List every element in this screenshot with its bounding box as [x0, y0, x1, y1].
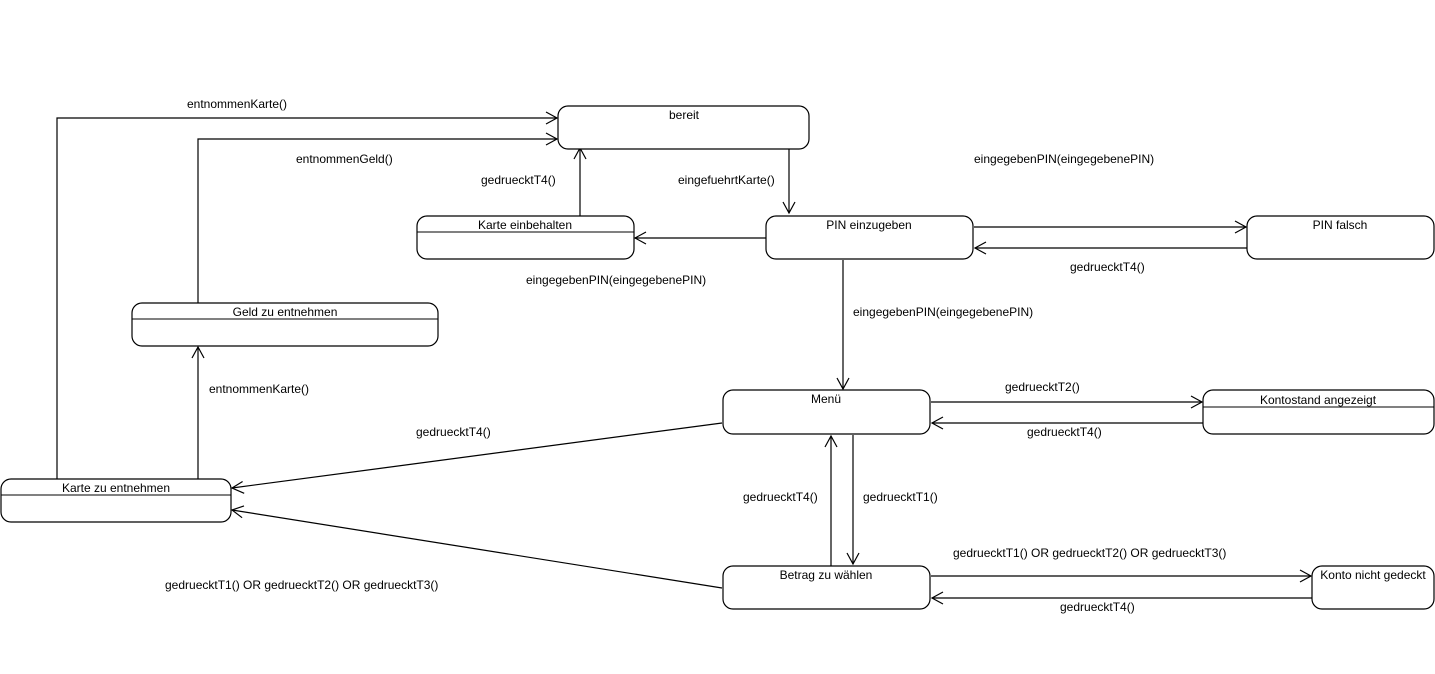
- state-kontostand-angezeigt: Kontostand angezeigt: [1202, 389, 1435, 435]
- edge-betrag-to-karte-zu-entnehmen: [230, 505, 723, 589]
- state-label-pin-einzugeben: PIN einzugeben: [826, 218, 911, 232]
- transition-label-konto-to-betrag: gedruecktT4(): [1060, 600, 1135, 614]
- edge-bereit-to-pin-einzugeben: [782, 149, 796, 215]
- transition-label-karte-einbehalten-to-bereit: gedruecktT4(): [481, 173, 556, 187]
- edge-karte-zu-entnehmen-to-geld: [191, 345, 205, 479]
- edge-betrag-to-menue: [824, 434, 838, 566]
- transition-label-betrag-to-konto: gedruecktT1() OR gedruecktT2() OR gedrue…: [953, 546, 1226, 560]
- transition-label-betrag-to-menue: gedruecktT4(): [743, 490, 818, 504]
- state-label-geld-zu-entnehmen: Geld zu entnehmen: [233, 305, 338, 319]
- transition-label-menue-to-karte: gedruecktT4(): [416, 425, 491, 439]
- state-label-pin-falsch: PIN falsch: [1313, 218, 1368, 232]
- state-geld-zu-entnehmen: Geld zu entnehmen: [131, 302, 439, 347]
- state-label-betrag-zu-waehlen: Betrag zu wählen: [780, 568, 873, 582]
- transition-label-menue-to-betrag: gedruecktT1(): [863, 490, 938, 504]
- edge-pin-falsch-to-pin-einzugeben: [973, 241, 1247, 255]
- transition-label-pin-to-pin-falsch: eingegebenPIN(eingegebenePIN): [974, 152, 1154, 166]
- edge-konto-nicht-gedeckt-to-betrag: [930, 591, 1312, 605]
- state-label-menue: Menü: [811, 392, 841, 406]
- state-label-bereit: bereit: [669, 108, 700, 122]
- state-karte-zu-entnehmen: Karte zu entnehmen: [0, 478, 232, 523]
- state-label-karte-einbehalten: Karte einbehalten: [478, 218, 572, 232]
- transition-label-kontostand-to-menue: gedruecktT4(): [1027, 425, 1102, 439]
- edge-kontostand-to-menue: [930, 416, 1203, 430]
- state-betrag-zu-waehlen: Betrag zu wählen: [722, 565, 931, 610]
- state-label-konto-nicht-gedeckt: Konto nicht gedeckt: [1320, 568, 1426, 582]
- state-pin-falsch: PIN falsch: [1246, 215, 1435, 260]
- edge-pin-einzugeben-to-pin-falsch: [974, 220, 1248, 234]
- edge-karte-zu-entnehmen-to-bereit: [56, 111, 559, 479]
- transition-label-eingefuehrt-karte: eingefuehrtKarte(): [678, 173, 775, 187]
- edge-karte-einbehalten-to-bereit: [573, 146, 587, 216]
- transition-label-betrag-to-karte: gedruecktT1() OR gedruecktT2() OR gedrue…: [165, 578, 438, 592]
- transition-label-entnommen-karte-top: entnommenKarte(): [187, 97, 287, 111]
- transition-label-pin-to-karte-einbehalten: eingegebenPIN(eingegebenePIN): [526, 273, 706, 287]
- transition-label-entnommen-geld: entnommenGeld(): [296, 152, 393, 166]
- transition-label-pin-to-menue: eingegebenPIN(eingegebenePIN): [853, 305, 1033, 319]
- edge-menue-to-kontostand: [931, 395, 1204, 409]
- state-karte-einbehalten: Karte einbehalten: [416, 215, 635, 260]
- state-label-kontostand-angezeigt: Kontostand angezeigt: [1260, 393, 1377, 407]
- state-label-karte-zu-entnehmen: Karte zu entnehmen: [62, 481, 170, 495]
- edge-geld-zu-entnehmen-to-bereit: [197, 132, 559, 303]
- state-menue: Menü: [722, 389, 931, 435]
- edge-menue-to-betrag: [846, 435, 860, 566]
- state-bereit: bereit: [557, 105, 810, 150]
- state-konto-nicht-gedeckt: Konto nicht gedeckt: [1311, 565, 1435, 610]
- edge-menue-to-karte-zu-entnehmen: [230, 422, 723, 494]
- transition-label-entnommen-karte-geld: entnommenKarte(): [209, 382, 309, 396]
- edge-betrag-to-konto-nicht-gedeckt: [931, 569, 1313, 583]
- edge-pin-einzugeben-to-karte-einbehalten: [633, 231, 766, 245]
- transition-label-pin-falsch-to-pin: gedruecktT4(): [1070, 260, 1145, 274]
- transition-label-menue-to-kontostand: gedruecktT2(): [1005, 380, 1080, 394]
- state-pin-einzugeben: PIN einzugeben: [765, 215, 974, 260]
- edge-pin-einzugeben-to-menue: [836, 260, 850, 391]
